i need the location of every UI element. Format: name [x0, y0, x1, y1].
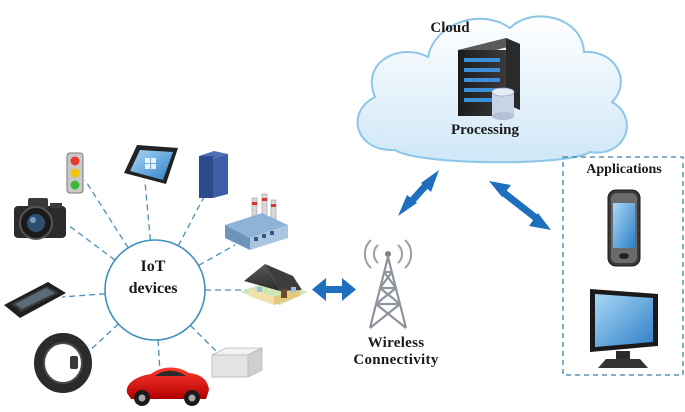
connectivity-label-line: Connectivity [353, 352, 439, 369]
iot-label: IoT [140, 258, 166, 275]
processing-label: Processing [450, 122, 520, 138]
smart-ring-icon [34, 333, 92, 393]
iot-hub-circle [104, 239, 206, 341]
applications-label: Applications [586, 162, 662, 177]
camera-icon [14, 198, 66, 240]
server-rack-icon [199, 151, 228, 198]
wireless-connectivity-label: Wireless Connectivity [340, 335, 452, 370]
devices-label: devices [128, 280, 178, 297]
house-icon [240, 264, 308, 305]
arrow-devices-to-tower [312, 278, 356, 301]
car-icon [126, 367, 209, 406]
wireless-label-line: Wireless [367, 335, 425, 351]
mobile-phone-icon [607, 189, 641, 267]
arrow-cloud-to-tower [398, 170, 439, 216]
tablet-icon [124, 145, 178, 184]
mini-pc-icon [211, 347, 263, 378]
cloud-label: Cloud [430, 20, 470, 36]
applications-box [562, 156, 684, 376]
monitor-icon [590, 289, 658, 368]
wireless-tower-icon [363, 239, 413, 329]
database-icon [491, 87, 515, 120]
smartphone-icon [4, 282, 66, 318]
traffic-light-icon [66, 152, 84, 194]
arrow-cloud-to-applications [489, 181, 551, 230]
factory-icon [225, 193, 288, 250]
